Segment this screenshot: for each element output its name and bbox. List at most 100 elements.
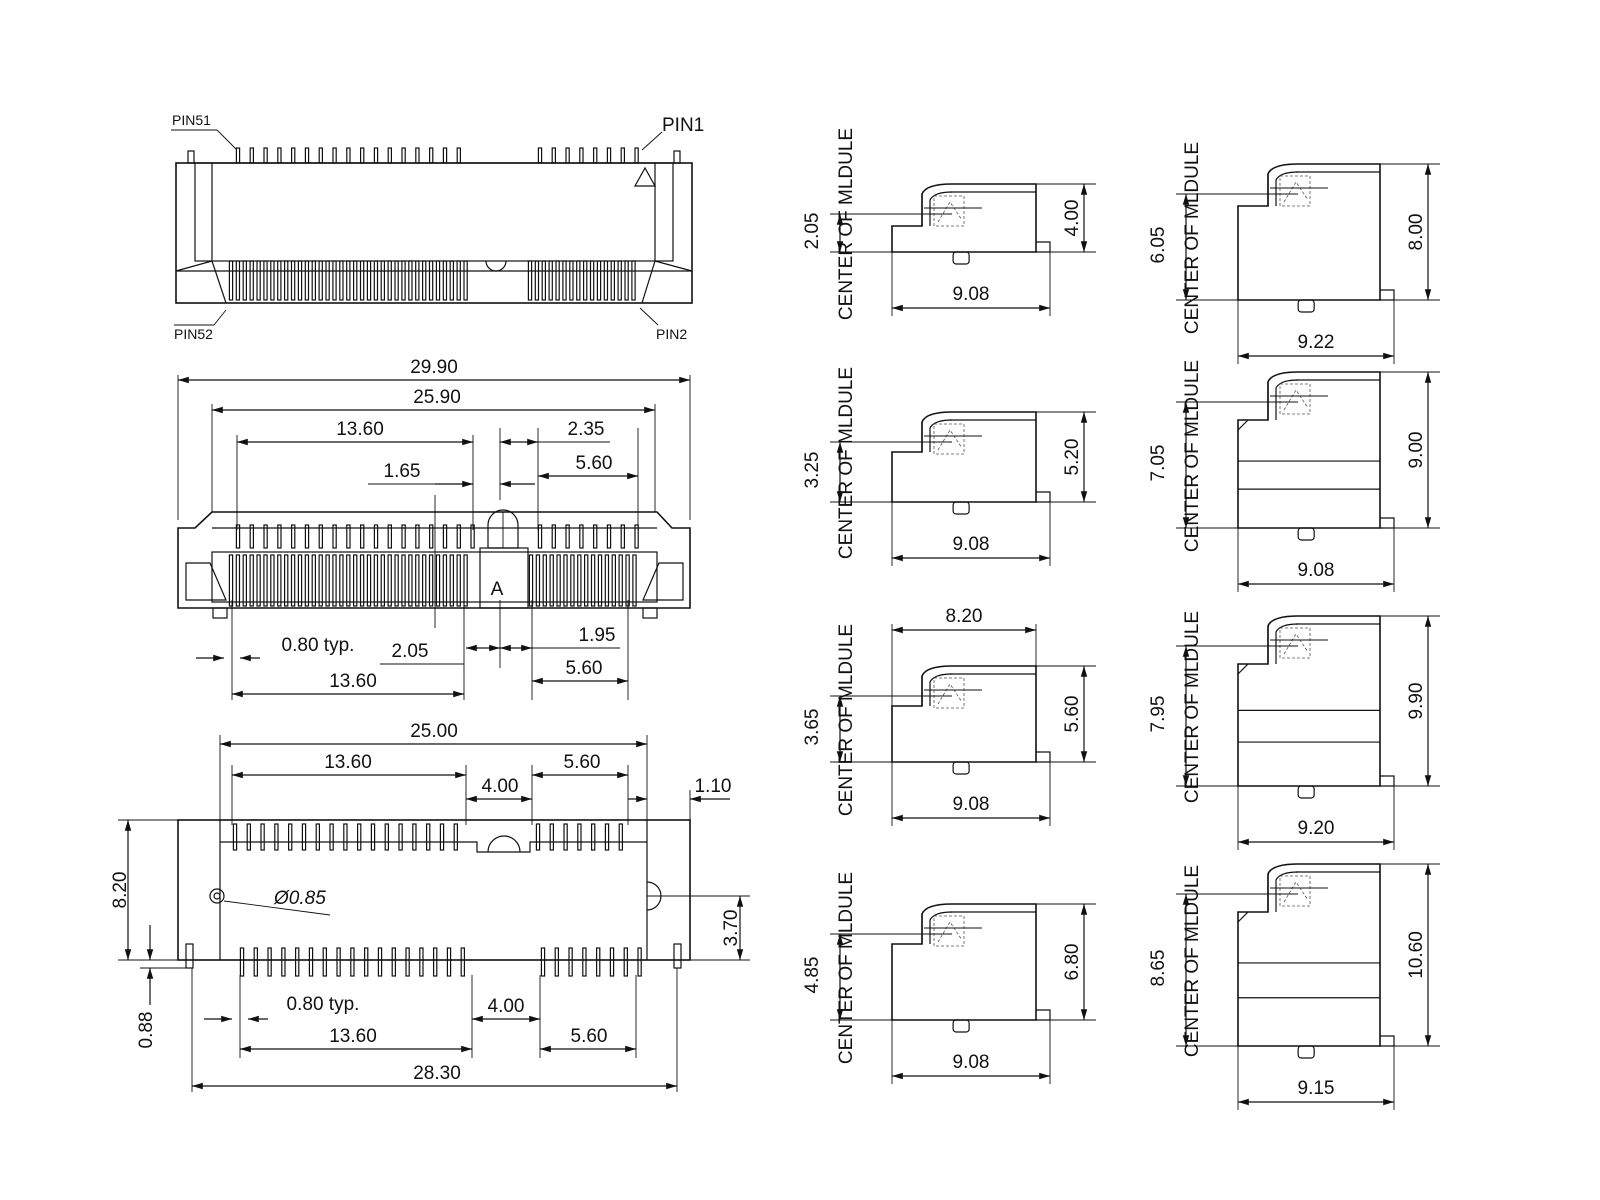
pin (387, 147, 393, 164)
pin (353, 554, 358, 607)
pin (446, 947, 452, 977)
pin (235, 260, 241, 301)
pin (387, 260, 392, 301)
pin (370, 823, 376, 851)
pin (346, 147, 351, 164)
dim-bv-pin-offset: 0.88 (136, 1012, 157, 1049)
pin (604, 823, 610, 851)
pin (597, 554, 603, 607)
width-dim: 9.08 (953, 534, 990, 555)
pin (595, 947, 601, 977)
pin (463, 260, 468, 301)
center-of-module-label: CENTER OF MLDULE (836, 624, 857, 816)
pin (570, 554, 575, 607)
pin (239, 947, 245, 977)
pin (562, 260, 567, 301)
pin (415, 554, 420, 607)
pin (618, 823, 624, 851)
pin (284, 554, 289, 607)
pin (456, 260, 461, 301)
pin (412, 823, 417, 851)
top-view-lower-pins (228, 260, 636, 301)
pin (394, 260, 399, 301)
pin (426, 823, 431, 851)
pin (579, 147, 584, 164)
pin (232, 823, 238, 851)
pin52-leader (213, 309, 227, 326)
pin (339, 554, 344, 607)
height-dim: 5.20 (1062, 439, 1083, 476)
pin (277, 260, 282, 301)
pin (256, 260, 261, 301)
front-view-body (177, 509, 691, 619)
pin (387, 554, 392, 607)
pin (297, 554, 303, 607)
pin (623, 947, 629, 977)
pin (528, 554, 534, 607)
pin (537, 524, 543, 549)
pin (456, 554, 461, 607)
pin (246, 823, 251, 851)
bottom-view-body (177, 819, 691, 969)
dim-key-offset: 1.65 (384, 461, 421, 482)
pin (253, 947, 258, 977)
bottom-view: 25.00 13.60 4.00 5.60 1.10 8.20 Ø0.85 3.… (110, 721, 750, 1092)
center-dim: 8.65 (1148, 950, 1169, 987)
pin (549, 554, 554, 607)
pin (429, 524, 434, 549)
pin (577, 823, 582, 851)
pin (563, 554, 568, 607)
pin (433, 947, 438, 977)
pin51-label: PIN51 (172, 112, 211, 128)
pin (377, 947, 383, 977)
pin (284, 260, 289, 301)
pin (346, 260, 351, 301)
pin (610, 260, 616, 301)
pin (373, 147, 379, 164)
pin (408, 554, 413, 607)
pin (463, 554, 468, 607)
pin (380, 260, 386, 301)
pin (634, 524, 639, 549)
dim-inner-width: 25.90 (413, 387, 461, 408)
pin (304, 260, 310, 301)
pin (228, 260, 234, 301)
width-dim: 9.22 (1298, 332, 1335, 353)
pin (631, 260, 636, 301)
height-dim: 4.00 (1062, 200, 1083, 237)
dim-right-group: 5.60 (576, 453, 613, 474)
dim-left-group: 13.60 (336, 419, 384, 440)
pin (304, 524, 310, 549)
height-dim: 9.00 (1406, 432, 1427, 469)
pin (274, 823, 279, 851)
pin (260, 823, 265, 851)
pin (304, 147, 310, 164)
pin (442, 554, 448, 607)
pin (263, 260, 268, 301)
pin (596, 260, 602, 301)
pin (297, 260, 303, 301)
pin (540, 947, 546, 977)
pin (350, 947, 355, 977)
pin2-leader (639, 307, 659, 326)
pin (415, 260, 420, 301)
pin (401, 260, 406, 301)
pin (583, 554, 589, 607)
pin (603, 260, 609, 301)
pin (373, 260, 379, 301)
width-dim: 9.08 (953, 284, 990, 305)
pin (228, 554, 234, 607)
pin (249, 147, 254, 164)
pin (366, 260, 372, 301)
dim-bv-hole-offset: 3.70 (721, 910, 742, 947)
height-dim: 6.80 (1062, 944, 1083, 981)
pin2-label: PIN2 (656, 326, 687, 342)
pin (542, 554, 548, 607)
pin (242, 260, 247, 301)
dim-bv-right-group: 5.60 (564, 752, 601, 773)
pin (311, 260, 317, 301)
pin (384, 823, 390, 851)
pin (415, 524, 420, 549)
